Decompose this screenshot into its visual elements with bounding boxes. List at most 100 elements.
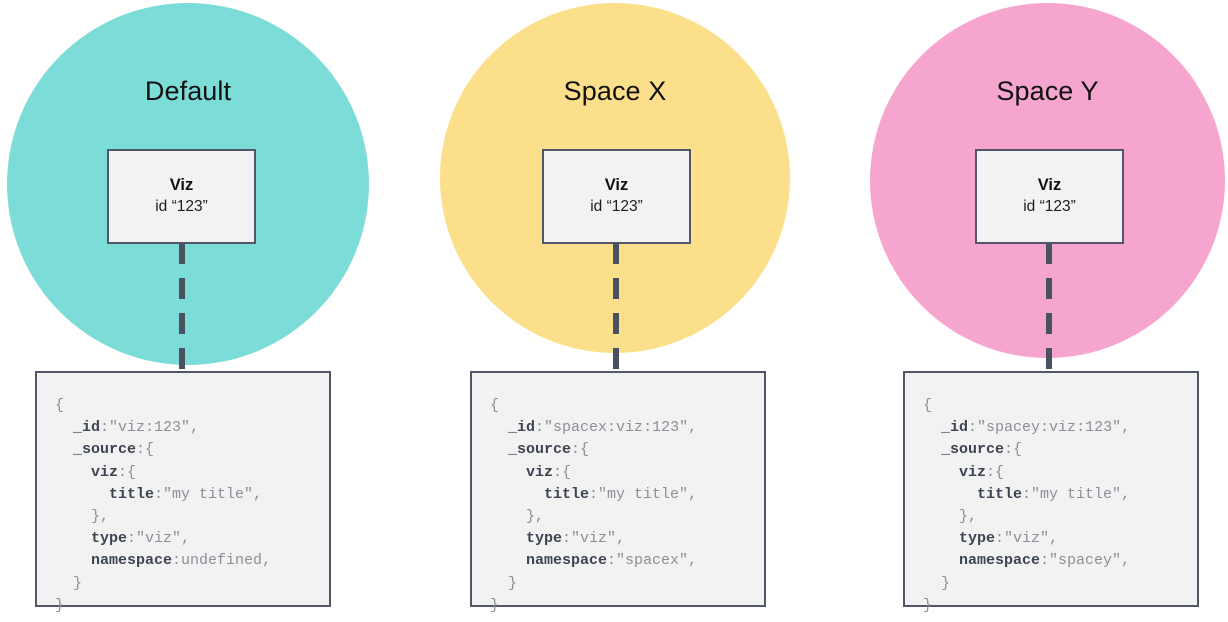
code-punctuation: : bbox=[1040, 552, 1050, 570]
code-value: "viz" bbox=[571, 530, 617, 548]
code-line: } bbox=[923, 595, 1197, 617]
code-line: { bbox=[55, 395, 329, 417]
code-line: } bbox=[923, 573, 1197, 595]
code-box-spacey[interactable]: { _id:"spacey:viz:123", _source:{ viz:{ … bbox=[903, 371, 1199, 614]
code-punctuation: : bbox=[562, 530, 572, 548]
viz-box-spacex[interactable]: Viz id “123” bbox=[542, 149, 691, 244]
code-punctuation: , bbox=[1121, 419, 1131, 437]
code-punctuation bbox=[923, 508, 959, 525]
viz-box-id: id “123” bbox=[155, 197, 208, 215]
code-key: namespace bbox=[526, 552, 608, 570]
code-punctuation bbox=[490, 530, 526, 547]
code-line: _source:{ bbox=[490, 439, 764, 461]
code-punctuation: } bbox=[91, 508, 101, 526]
code-key: viz bbox=[91, 463, 119, 481]
code-value: "my title" bbox=[1031, 485, 1122, 503]
code-key: title bbox=[544, 485, 590, 503]
code-punctuation: , bbox=[1049, 530, 1059, 548]
code-punctuation: { bbox=[127, 463, 137, 481]
code-line: } bbox=[55, 573, 329, 595]
code-value: "viz" bbox=[136, 530, 182, 548]
code-punctuation bbox=[490, 575, 508, 592]
code-key: viz bbox=[526, 463, 554, 481]
code-punctuation: } bbox=[55, 596, 65, 614]
code-line: viz:{ bbox=[55, 462, 329, 484]
code-punctuation: { bbox=[55, 397, 65, 414]
viz-box-default[interactable]: Viz id “123” bbox=[107, 149, 256, 244]
code-punctuation: } bbox=[959, 508, 969, 526]
code-punctuation: : bbox=[535, 419, 545, 437]
code-punctuation: , bbox=[181, 530, 191, 548]
viz-box-id: id “123” bbox=[1023, 197, 1076, 215]
code-value: "spacex:viz:123" bbox=[544, 419, 689, 437]
code-line: namespace:undefined, bbox=[55, 550, 329, 572]
code-punctuation bbox=[55, 575, 73, 592]
code-key: type bbox=[959, 530, 996, 548]
code-key: title bbox=[109, 485, 155, 503]
code-punctuation bbox=[490, 419, 508, 436]
code-line: _source:{ bbox=[923, 439, 1197, 461]
code-punctuation: : bbox=[1004, 441, 1014, 459]
code-value: "viz" bbox=[1004, 530, 1050, 548]
code-key: _id bbox=[73, 419, 101, 437]
code-key: _source bbox=[508, 441, 572, 459]
viz-box-id: id “123” bbox=[590, 197, 643, 215]
viz-box-title: Viz bbox=[169, 176, 194, 195]
code-line: { bbox=[923, 395, 1197, 417]
code-punctuation: , bbox=[262, 552, 272, 570]
code-punctuation: : bbox=[118, 463, 128, 481]
space-title-spacex: Space X bbox=[563, 76, 667, 106]
code-punctuation bbox=[923, 486, 977, 503]
code-punctuation: : bbox=[968, 419, 978, 437]
space-title-default: Default bbox=[144, 76, 232, 106]
code-value: "my title" bbox=[598, 485, 689, 503]
code-line: type:"viz", bbox=[923, 528, 1197, 550]
code-line: } bbox=[55, 595, 329, 617]
code-line: title:"my title", bbox=[490, 484, 764, 506]
code-punctuation: , bbox=[1121, 485, 1131, 503]
code-line: type:"viz", bbox=[490, 528, 764, 550]
code-line: title:"my title", bbox=[55, 484, 329, 506]
code-punctuation: } bbox=[526, 508, 536, 526]
code-punctuation: , bbox=[535, 508, 545, 526]
code-punctuation: , bbox=[688, 485, 698, 503]
code-box-default[interactable]: { _id:"viz:123", _source:{ viz:{ title:"… bbox=[35, 371, 331, 614]
code-punctuation: } bbox=[941, 574, 951, 592]
code-punctuation: : bbox=[100, 419, 110, 437]
code-punctuation bbox=[490, 486, 544, 503]
code-key: namespace bbox=[91, 552, 173, 570]
viz-box-title: Viz bbox=[604, 176, 629, 195]
viz-box-spacey[interactable]: Viz id “123” bbox=[975, 149, 1124, 244]
code-punctuation: , bbox=[968, 508, 978, 526]
code-value: "spacey:viz:123" bbox=[977, 419, 1122, 437]
code-key: type bbox=[91, 530, 128, 548]
code-punctuation bbox=[55, 486, 109, 503]
code-punctuation bbox=[923, 419, 941, 436]
code-key: namespace bbox=[959, 552, 1041, 570]
code-punctuation: : bbox=[1022, 485, 1032, 503]
code-punctuation: } bbox=[490, 596, 500, 614]
code-punctuation: : bbox=[136, 441, 146, 459]
code-line: viz:{ bbox=[923, 462, 1197, 484]
code-punctuation: , bbox=[253, 485, 263, 503]
code-key: type bbox=[526, 530, 563, 548]
code-punctuation: { bbox=[562, 463, 572, 481]
code-punctuation: : bbox=[172, 552, 182, 570]
code-key: _id bbox=[941, 419, 969, 437]
viz-box-title: Viz bbox=[1037, 176, 1062, 195]
code-key: _source bbox=[941, 441, 1005, 459]
code-punctuation: : bbox=[589, 485, 599, 503]
code-line: viz:{ bbox=[490, 462, 764, 484]
code-line: }, bbox=[490, 506, 764, 528]
code-line: title:"my title", bbox=[923, 484, 1197, 506]
code-punctuation: } bbox=[73, 574, 83, 592]
code-value: "my title" bbox=[163, 485, 254, 503]
code-punctuation: , bbox=[1121, 552, 1131, 570]
code-box-spacex[interactable]: { _id:"spacex:viz:123", _source:{ viz:{ … bbox=[470, 371, 766, 614]
code-punctuation: , bbox=[100, 508, 110, 526]
code-punctuation bbox=[490, 441, 508, 458]
code-line: _id:"spacex:viz:123", bbox=[490, 417, 764, 439]
code-punctuation: { bbox=[1013, 441, 1023, 459]
code-punctuation: : bbox=[154, 485, 164, 503]
